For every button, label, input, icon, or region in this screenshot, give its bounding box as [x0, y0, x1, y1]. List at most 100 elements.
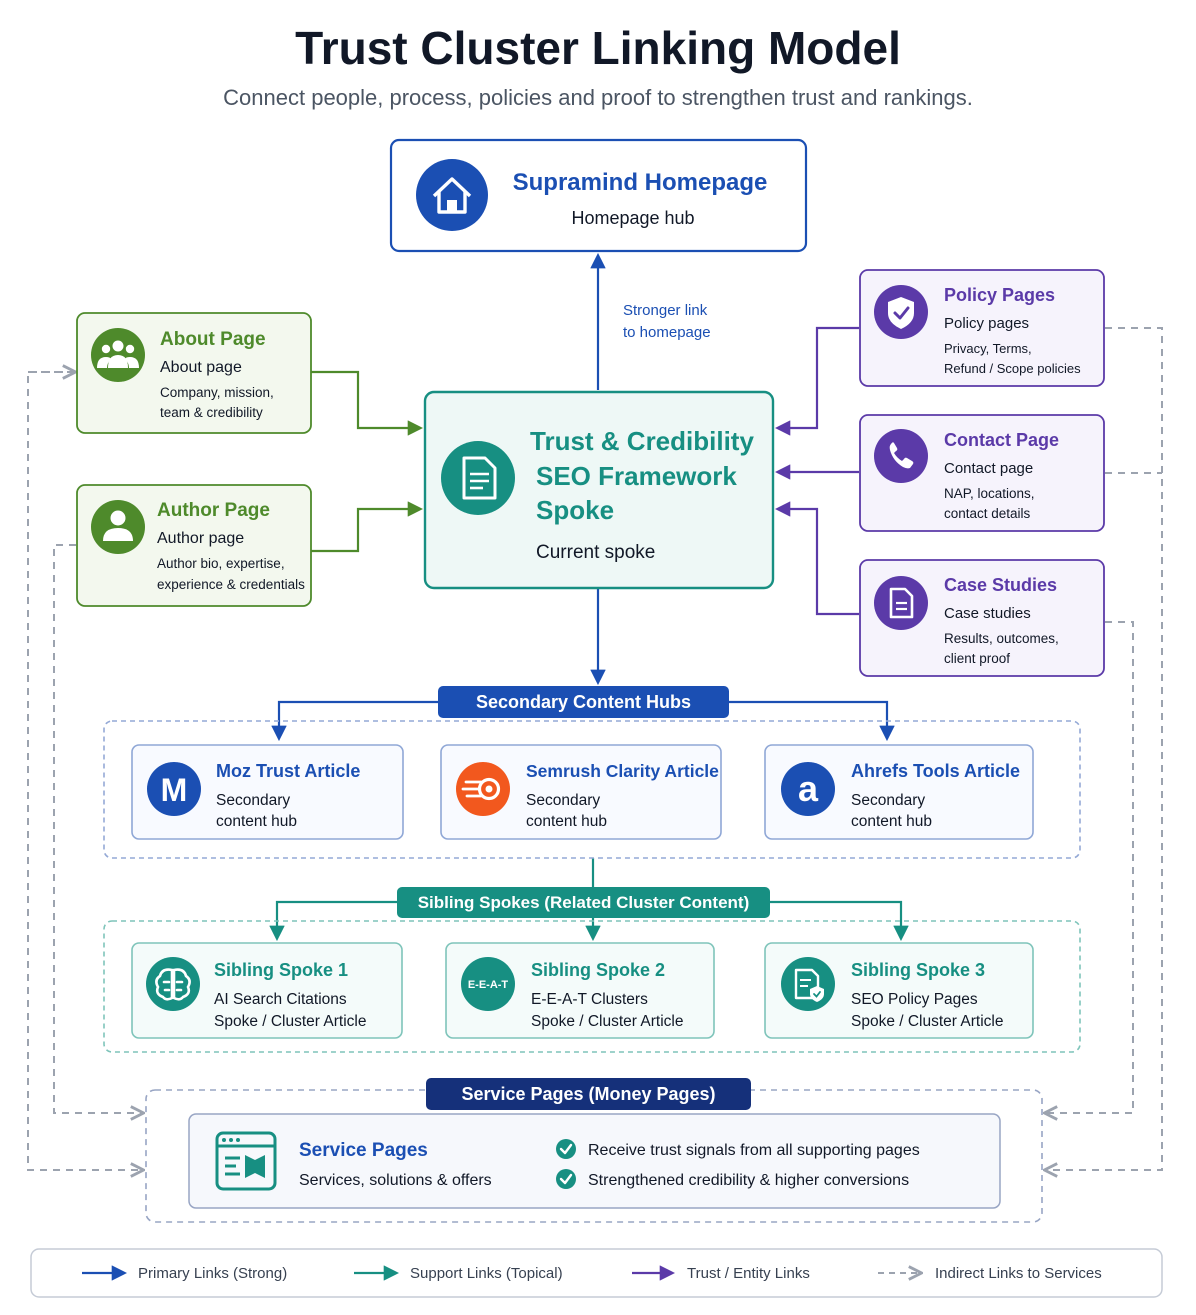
link-about-to-spoke [311, 370, 424, 436]
contact-card[interactable]: Contact Page Contact page NAP, locations… [859, 414, 1105, 532]
stronger-link-label-1: Stronger link [623, 302, 708, 319]
svg-text:Service Pages (Money Pages): Service Pages (Money Pages) [461, 1084, 715, 1104]
author-subtitle: Author page [157, 530, 244, 547]
eeat-icon: E-E-A-T [468, 979, 509, 991]
page-title: Trust Cluster Linking Model [295, 22, 901, 74]
about-subtitle: About page [160, 359, 242, 376]
check-icon [556, 1139, 576, 1159]
indirect-link-cases [1046, 621, 1134, 1113]
link-sibling-left [269, 900, 397, 942]
secondary-title: Semrush Clarity Article [526, 761, 719, 781]
about-card[interactable]: About Page About page Company, mission, … [76, 312, 312, 434]
sibling-item-3[interactable]: Sibling Spoke 3 SEO Policy Pages Spoke /… [764, 942, 1034, 1039]
secondary-line1: Secondary [851, 792, 925, 809]
semrush-logo-icon [461, 777, 501, 801]
stronger-link-label-2: to homepage [623, 324, 711, 341]
secondary-group-border [103, 720, 1081, 859]
cases-desc-1: Results, outcomes, [944, 631, 1059, 646]
service-subtitle: Services, solutions & offers [299, 1172, 492, 1189]
legend-primary-label: Primary Links (Strong) [138, 1265, 287, 1282]
case-studies-card[interactable]: Case Studies Case studies Results, outco… [859, 559, 1105, 677]
policy-subtitle: Policy pages [944, 315, 1029, 332]
contact-subtitle: Contact page [944, 460, 1033, 477]
about-title: About Page [160, 329, 266, 350]
link-author-to-spoke [311, 501, 424, 553]
user-icon [103, 510, 133, 541]
secondary-line1: Secondary [216, 792, 290, 809]
current-spoke-title-2: SEO Framework [536, 461, 737, 491]
link-secondary-left [271, 700, 438, 742]
check-icon [556, 1169, 576, 1189]
cases-desc-2: client proof [944, 651, 1010, 666]
about-desc-1: Company, mission, [160, 385, 274, 400]
sibling-title: Sibling Spoke 1 [214, 960, 348, 980]
secondary-item-moz[interactable]: M Moz Trust Article Secondary content hu… [131, 744, 404, 840]
policy-title: Policy Pages [944, 285, 1055, 305]
sibling-item-1[interactable]: Sibling Spoke 1 AI Search Citations Spok… [131, 942, 403, 1039]
secondary-item-ahrefs[interactable]: a Ahrefs Tools Article Secondary content… [764, 744, 1034, 840]
service-banner: Service Pages (Money Pages) [426, 1078, 751, 1110]
secondary-title: Moz Trust Article [216, 761, 360, 781]
svg-text:Secondary Content Hubs: Secondary Content Hubs [476, 692, 691, 712]
policy-desc-2: Refund / Scope policies [944, 361, 1081, 376]
sibling-line2: Spoke / Cluster Article [214, 1013, 366, 1030]
document-icon [462, 456, 497, 500]
sibling-line1: E-E-A-T Clusters [531, 991, 648, 1008]
service-title: Service Pages [299, 1140, 428, 1161]
author-desc-2: experience & credentials [157, 577, 305, 592]
secondary-line2: content hub [216, 813, 297, 830]
about-desc-2: team & credibility [160, 405, 263, 420]
ahrefs-logo-icon: a [798, 768, 819, 809]
policy-document-icon [794, 968, 824, 1002]
indirect-link-policy [1046, 327, 1163, 1170]
policy-card[interactable]: Policy Pages Policy pages Privacy, Terms… [859, 269, 1105, 387]
service-check-1: Receive trust signals from all supportin… [588, 1142, 920, 1159]
link-secondary-right [729, 700, 895, 742]
indirect-link-about [27, 371, 142, 1170]
legend-support-label: Support Links (Topical) [410, 1265, 563, 1282]
sibling-item-2[interactable]: E-E-A-T Sibling Spoke 2 E-E-A-T Clusters… [445, 942, 715, 1039]
people-links [311, 370, 424, 553]
policy-desc-1: Privacy, Terms, [944, 341, 1032, 356]
sibling-line1: SEO Policy Pages [851, 991, 978, 1008]
browser-window-icon [215, 1131, 277, 1191]
phone-icon [889, 442, 914, 469]
sibling-title: Sibling Spoke 2 [531, 960, 665, 980]
current-spoke-subtitle: Current spoke [536, 542, 655, 563]
brain-icon [155, 968, 191, 1001]
sibling-line2: Spoke / Cluster Article [851, 1013, 1003, 1030]
contact-desc-2: contact details [944, 506, 1031, 521]
page-subtitle: Connect people, process, policies and pr… [223, 85, 973, 110]
secondary-item-semrush[interactable]: Semrush Clarity Article Secondary conten… [440, 744, 722, 840]
service-card[interactable]: Service Pages Services, solutions & offe… [188, 1113, 1001, 1209]
team-icon [97, 340, 139, 368]
link-cases-to-spoke [774, 501, 859, 616]
current-spoke-card[interactable]: Trust & Credibility SEO Framework Spoke … [423, 390, 775, 590]
legend: Primary Links (Strong) Support Links (To… [30, 1248, 1163, 1298]
current-spoke-title-3: Spoke [536, 495, 614, 525]
indirect-links [27, 327, 1163, 1170]
primary-links [271, 252, 895, 742]
link-policy-to-spoke [774, 326, 859, 436]
author-title: Author Page [157, 500, 270, 521]
link-sibling-right [770, 900, 909, 942]
service-check-2: Strengthened credibility & higher conver… [588, 1172, 909, 1189]
secondary-line2: content hub [851, 813, 932, 830]
cases-title: Case Studies [944, 575, 1057, 595]
homepage-card[interactable]: Supramind Homepage Homepage hub [389, 138, 808, 253]
document-icon [889, 587, 914, 619]
current-spoke-title-1: Trust & Credibility [530, 426, 754, 456]
contact-title: Contact Page [944, 430, 1059, 450]
contact-desc-1: NAP, locations, [944, 486, 1035, 501]
shield-check-icon [888, 297, 914, 329]
indirect-link-author [53, 544, 142, 1113]
homepage-title: Supramind Homepage [513, 169, 768, 196]
sibling-group-border [103, 920, 1081, 1053]
trust-links [774, 326, 859, 616]
secondary-title: Ahrefs Tools Article [851, 761, 1020, 781]
author-card[interactable]: Author Page Author page Author bio, expe… [76, 484, 312, 607]
sibling-title: Sibling Spoke 3 [851, 960, 985, 980]
sibling-banner: Sibling Spokes (Related Cluster Content) [397, 887, 770, 918]
legend-trust-label: Trust / Entity Links [687, 1265, 810, 1282]
